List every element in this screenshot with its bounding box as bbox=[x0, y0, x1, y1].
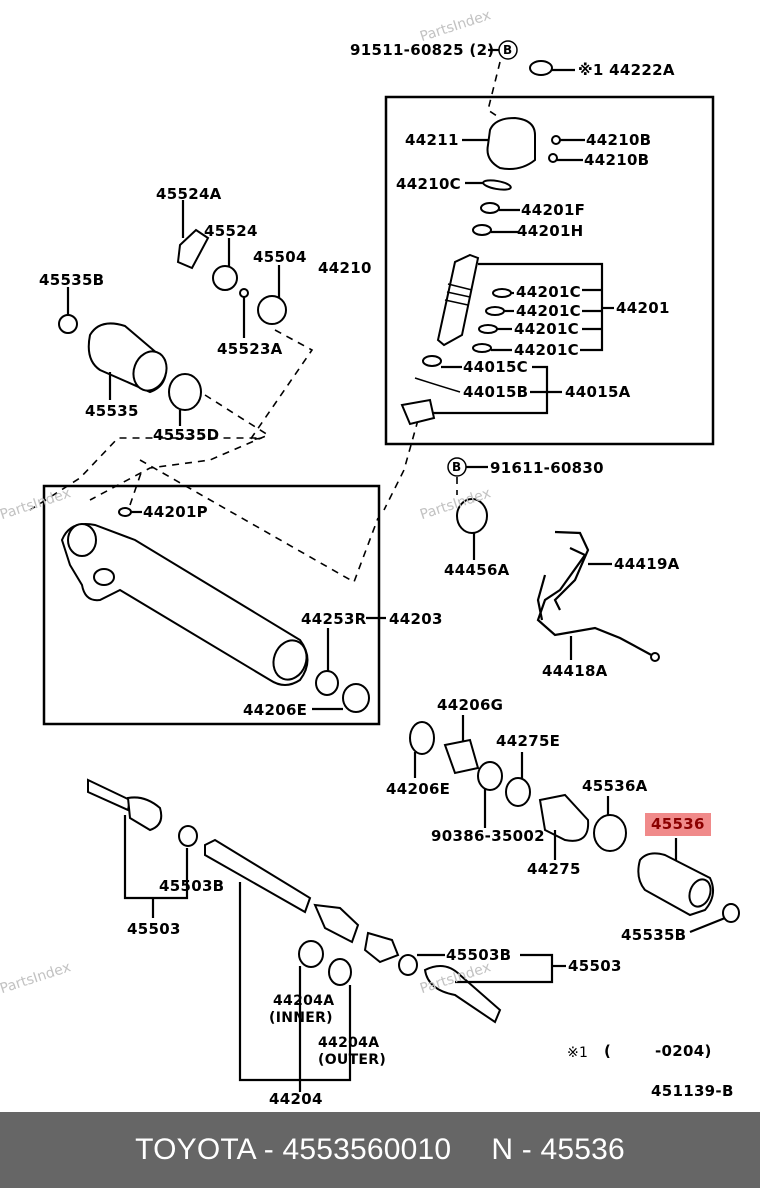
part-label-inner-note: (INNER) bbox=[269, 1010, 333, 1026]
part-label-44204[interactable]: 44204 bbox=[269, 1090, 323, 1108]
part-label-44201C[interactable]: 44201C bbox=[514, 320, 579, 338]
guide-44275-drawing bbox=[538, 793, 590, 842]
part-label-45536-highlighted[interactable]: 45536 bbox=[645, 813, 711, 836]
clamp-45535D-drawing bbox=[168, 373, 202, 411]
part-label-44206E[interactable]: 44206E bbox=[243, 701, 308, 719]
spool-drawing bbox=[436, 253, 480, 347]
part-label-44253R[interactable]: 44253R bbox=[301, 610, 367, 628]
clip-45535B-drawing bbox=[58, 314, 78, 334]
tube-44419A-drawing bbox=[553, 530, 590, 611]
part-label-45523A[interactable]: 45523A bbox=[217, 340, 283, 358]
part-label-45535[interactable]: 45535 bbox=[85, 402, 139, 420]
tie-rod-end-left-drawing bbox=[126, 796, 163, 832]
dashed-leader bbox=[29, 329, 314, 511]
part-label-44201C[interactable]: 44201C bbox=[514, 341, 579, 359]
part-label-44201[interactable]: 44201 bbox=[616, 299, 670, 317]
cap-44222A-drawing bbox=[529, 60, 553, 76]
part-label-44201C[interactable]: 44201C bbox=[516, 302, 581, 320]
seal-44206G-drawing bbox=[443, 738, 480, 775]
part-label-44275[interactable]: 44275 bbox=[527, 860, 581, 878]
part-label-44201F[interactable]: 44201F bbox=[521, 201, 586, 219]
tube-44418A-drawing bbox=[536, 547, 656, 658]
part-label-45524A[interactable]: 45524A bbox=[156, 185, 222, 203]
part-label-44015B[interactable]: 44015B bbox=[463, 383, 529, 401]
exploded-diagram bbox=[29, 40, 740, 1092]
guide-45524-drawing bbox=[212, 265, 238, 291]
part-label-45503B[interactable]: 45503B bbox=[159, 877, 225, 895]
part-label-91511-60825[interactable]: 91511-60825 (2) bbox=[350, 41, 495, 59]
part-label-44015A[interactable]: 44015A bbox=[565, 383, 631, 401]
part-label-45503[interactable]: 45503 bbox=[127, 920, 181, 938]
dashed-leader bbox=[129, 469, 143, 506]
rack-44204-drawing bbox=[204, 838, 312, 914]
part-label-44210B[interactable]: 44210B bbox=[584, 151, 650, 169]
part-label-44206G[interactable]: 44206G bbox=[437, 696, 504, 714]
part-label-45536A[interactable]: 45536A bbox=[582, 777, 648, 795]
part-label-90386-35002[interactable]: 90386-35002 bbox=[431, 827, 545, 845]
footer-brand-part-number: TOYOTA - 4553560010 bbox=[135, 1133, 452, 1166]
part-label-44201H[interactable]: 44201H bbox=[517, 222, 584, 240]
bush-90386-drawing bbox=[477, 761, 503, 791]
part-label-91611-60830[interactable]: 91611-60830 bbox=[490, 459, 604, 477]
clamp-45536A-drawing bbox=[593, 814, 627, 852]
part-label-44275E[interactable]: 44275E bbox=[496, 732, 561, 750]
part-label-44201C[interactable]: 44201C bbox=[516, 283, 581, 301]
part-label-45503B[interactable]: 45503B bbox=[446, 946, 512, 964]
part-label-45524[interactable]: 45524 bbox=[204, 222, 258, 240]
part-label-44210[interactable]: 44210 bbox=[318, 259, 372, 277]
part-label-45535D[interactable]: 45535D bbox=[153, 426, 220, 444]
cap-45504-drawing bbox=[257, 295, 287, 325]
tie-rod-thread-left bbox=[87, 778, 132, 812]
part-label-44015C[interactable]: 44015C bbox=[463, 358, 528, 376]
part-label-44210C[interactable]: 44210C bbox=[396, 175, 461, 193]
ref-b-mid: B bbox=[452, 460, 462, 474]
dashed-leader bbox=[139, 459, 379, 584]
diagram-id: 451139-B bbox=[651, 1082, 734, 1100]
part-label-45503[interactable]: 45503 bbox=[568, 957, 622, 975]
dashed-leader bbox=[487, 61, 501, 119]
footnote-paren: ( bbox=[604, 1042, 612, 1060]
part-label-44222A[interactable]: ※1 44222A bbox=[578, 61, 675, 79]
footer-oem-reference: N - 45536 bbox=[491, 1133, 625, 1166]
washer-45503B-right-drawing bbox=[398, 954, 418, 976]
footnote-mark: ※1 bbox=[567, 1045, 589, 1061]
part-label-44204A-outer[interactable]: 44204A bbox=[318, 1035, 380, 1051]
seal-kit-drawing bbox=[400, 398, 436, 426]
part-label-44456A[interactable]: 44456A bbox=[444, 561, 510, 579]
part-label-44210B[interactable]: 44210B bbox=[586, 131, 652, 149]
seat-45524A-drawing bbox=[176, 228, 210, 270]
part-label-45535B[interactable]: 45535B bbox=[39, 271, 105, 289]
seal-44206E-drawing bbox=[409, 721, 435, 755]
part-label-outer-note: (OUTER) bbox=[318, 1052, 387, 1068]
part-label-45504[interactable]: 45504 bbox=[253, 248, 307, 266]
tie-rod-end-right-drawing bbox=[423, 965, 502, 1024]
ring-44204A-outer-drawing bbox=[328, 958, 352, 986]
part-label-44206E[interactable]: 44206E bbox=[386, 780, 451, 798]
part-label-44204A-inner[interactable]: 44204A bbox=[273, 993, 335, 1009]
part-label-44418A[interactable]: 44418A bbox=[542, 662, 608, 680]
bracket-44456A-drawing bbox=[456, 498, 488, 534]
part-label-44203[interactable]: 44203 bbox=[389, 610, 443, 628]
clip-45535B-bottom-drawing bbox=[722, 903, 740, 923]
part-label-44419A[interactable]: 44419A bbox=[614, 555, 680, 573]
gear-housing-box bbox=[42, 484, 381, 726]
dashed-leader bbox=[383, 419, 419, 511]
part-label-44211[interactable]: 44211 bbox=[405, 131, 459, 149]
housing-44211-drawing bbox=[486, 116, 536, 170]
ring-44275E-drawing bbox=[505, 777, 531, 807]
valve-assembly-box bbox=[384, 95, 715, 446]
washer-45503B-left-drawing bbox=[178, 825, 198, 847]
part-label-45535B[interactable]: 45535B bbox=[621, 926, 687, 944]
ref-b-top: B bbox=[503, 43, 513, 57]
ring-44201P-drawing bbox=[118, 507, 132, 517]
footer-bar: TOYOTA - 4553560010 N - 45536 bbox=[0, 1112, 760, 1188]
seal-44253R-drawing bbox=[315, 670, 339, 696]
gear-housing-drawing bbox=[60, 523, 309, 686]
part-label-44201P[interactable]: 44201P bbox=[143, 503, 208, 521]
seal-44206E-box-drawing bbox=[342, 683, 370, 713]
ring-44204A-inner-drawing bbox=[298, 940, 324, 968]
footnote-range: -0204) bbox=[655, 1042, 712, 1060]
